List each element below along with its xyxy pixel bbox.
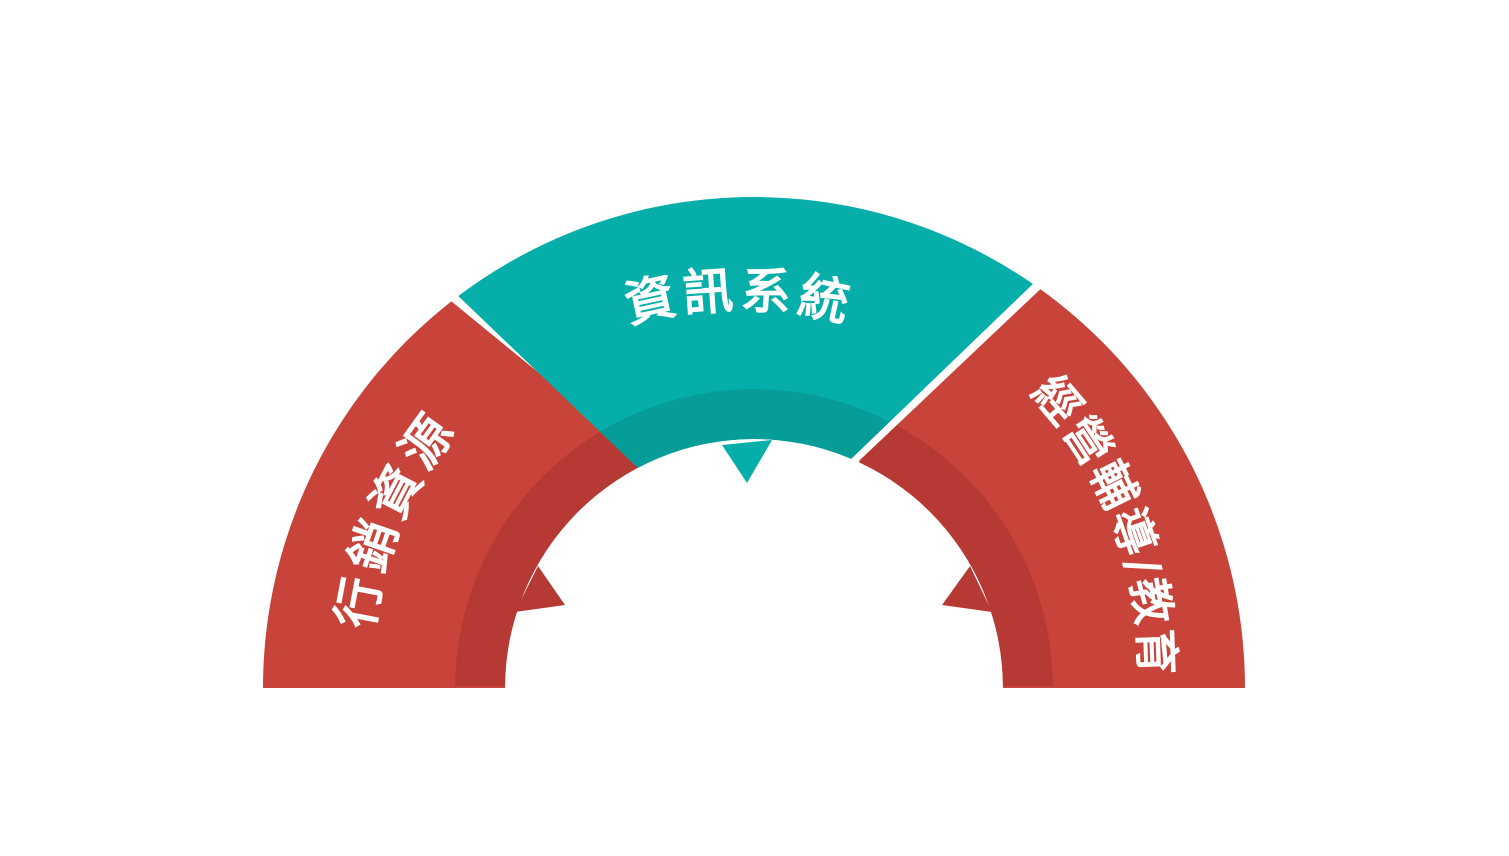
pointer-left [515,566,565,612]
segment-left-base [263,686,505,688]
segment-left-inner-ring [455,389,754,688]
pointer-right [942,566,992,612]
segment-right-inner-ring [754,389,1053,688]
segment-right-base [1003,686,1245,688]
pointer-top [722,440,772,483]
